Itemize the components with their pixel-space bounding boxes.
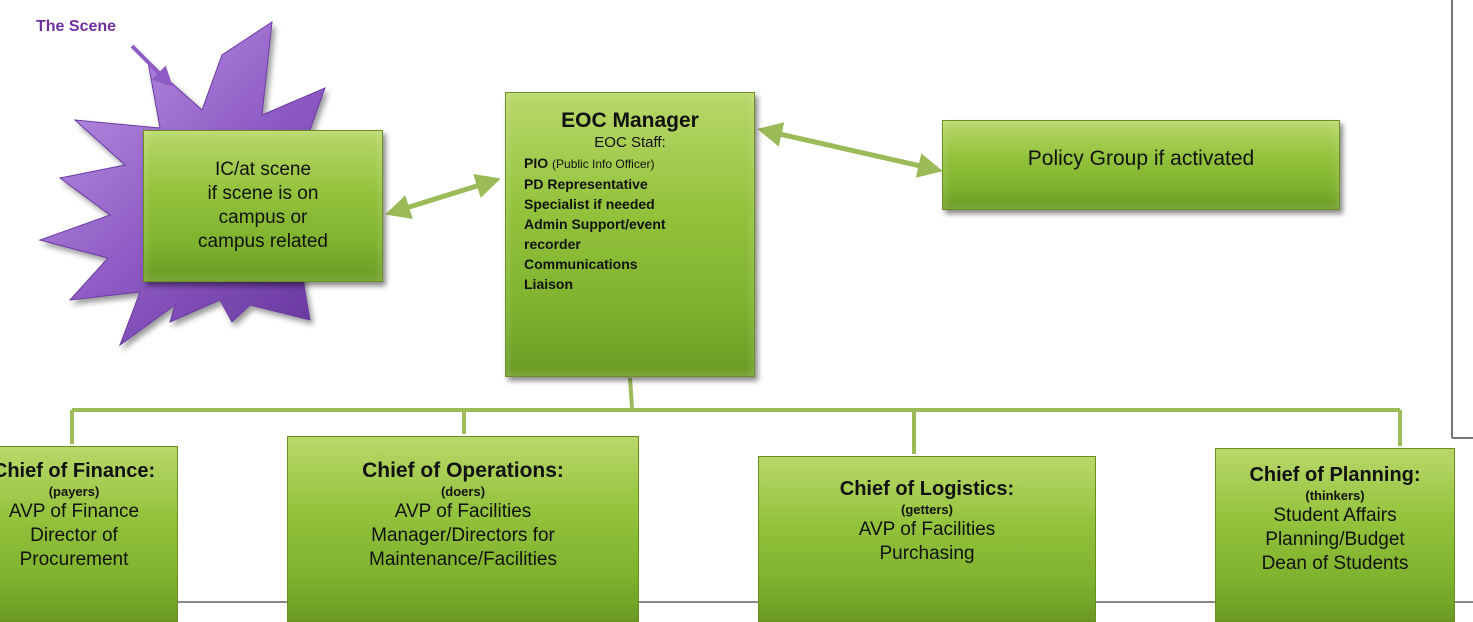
- eoc-staff-list: PIO (Public Info Officer) PD Representat…: [506, 153, 754, 294]
- chief-logistics-line-2: Purchasing: [879, 543, 975, 564]
- chief-planning-title: Chief of Planning:: [1249, 464, 1421, 486]
- eoc-title: EOC Manager: [561, 109, 699, 132]
- chief-planning-tag: (thinkers): [1305, 488, 1365, 503]
- staff-item-communications: Communications: [524, 256, 638, 272]
- chief-finance-line-2: Director of: [30, 525, 118, 546]
- ic-line-3: campus or: [218, 207, 308, 228]
- staff-item-pd: PD Representative: [524, 176, 648, 192]
- staff-item-liaison: Liaison: [524, 276, 574, 292]
- chief-finance-line-1: AVP of Finance: [8, 501, 140, 522]
- ic-line-4: campus related: [198, 231, 328, 252]
- staff-name: PIO: [524, 155, 549, 171]
- eoc-manager-box: EOC Manager EOC Staff: PIO (Public Info …: [505, 92, 755, 377]
- staff-item-admin: Admin Support/event: [524, 216, 666, 232]
- chief-operations-title: Chief of Operations:: [362, 459, 564, 482]
- chief-finance-line-3: Procurement: [19, 549, 129, 570]
- staff-item-specialist: Specialist if needed: [524, 196, 655, 212]
- policy-label: Policy Group if activated: [1027, 147, 1255, 170]
- eoc-policy-arrow: [757, 122, 943, 178]
- chief-finance-title: Chief of Finance:: [0, 460, 156, 482]
- scene-label: The Scene: [36, 18, 117, 35]
- chief-operations-tag: (doers): [440, 484, 486, 499]
- chief-finance-tag: (payers): [48, 484, 100, 499]
- chief-planning-line-3: Dean of Students: [1261, 553, 1409, 574]
- chief-operations-line-1: AVP of Facilities: [394, 501, 532, 522]
- chief-operations-line-2: Manager/Directors for: [371, 525, 555, 546]
- staff-item-pio: PIO (Public Info Officer): [524, 153, 754, 174]
- chief-operations-line-3: Maintenance/Facilities: [369, 549, 557, 570]
- ic-eoc-arrow: [385, 174, 501, 219]
- org-tree-connectors: [70, 377, 1402, 454]
- chief-planning-box: Chief of Planning: (thinkers) Student Af…: [1215, 448, 1455, 622]
- chief-operations-box: Chief of Operations: (doers) AVP of Faci…: [287, 436, 639, 622]
- chief-planning-line-2: Planning/Budget: [1265, 529, 1405, 550]
- policy-group-box: Policy Group if activated: [942, 120, 1340, 210]
- staff-note: (Public Info Officer): [552, 157, 655, 171]
- staff-item-recorder: recorder: [524, 236, 581, 252]
- scene-pointer-arrow: [130, 44, 173, 87]
- ic-line-1: IC/at scene: [214, 159, 312, 180]
- ic-line-2: if scene is on: [207, 183, 319, 204]
- chief-logistics-box: Chief of Logistics: (getters) AVP of Fac…: [758, 456, 1096, 622]
- eoc-subtitle: EOC Staff:: [594, 134, 666, 151]
- chief-logistics-title: Chief of Logistics:: [839, 478, 1015, 500]
- chief-finance-box: Chief of Finance: (payers) AVP of Financ…: [0, 446, 178, 622]
- chief-planning-line-1: Student Affairs: [1273, 505, 1397, 526]
- ic-box: IC/at scene if scene is on campus or cam…: [143, 130, 383, 282]
- chief-logistics-tag: (getters): [900, 502, 953, 517]
- chief-logistics-line-1: AVP of Facilities: [858, 519, 996, 540]
